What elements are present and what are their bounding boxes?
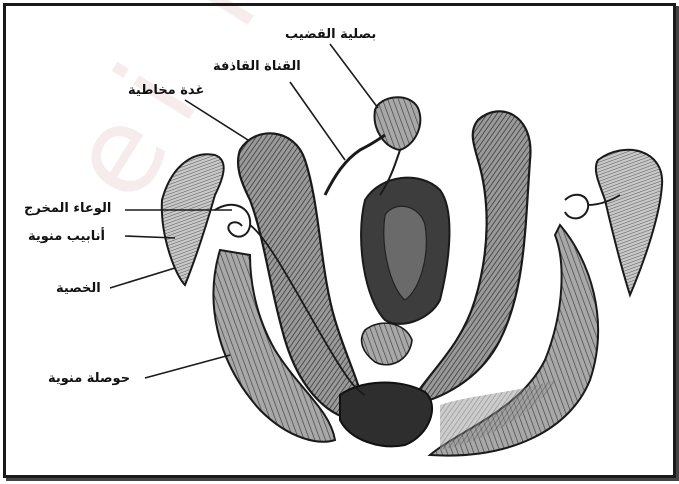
- label-seminal-vesicle: حوصلة منوية: [48, 372, 130, 385]
- label-penile-bulb: بصلية القضيب: [285, 28, 376, 41]
- label-ejaculatory-duct: القناة القاذفة: [213, 60, 301, 73]
- label-mucous-gland: غدة مخاطية: [128, 84, 204, 97]
- label-seminiferous-tubules: أنابيب منوية: [28, 230, 105, 243]
- label-testis: الخصية: [56, 282, 101, 295]
- label-vas-deferens: الوعاء المخرج: [24, 202, 111, 215]
